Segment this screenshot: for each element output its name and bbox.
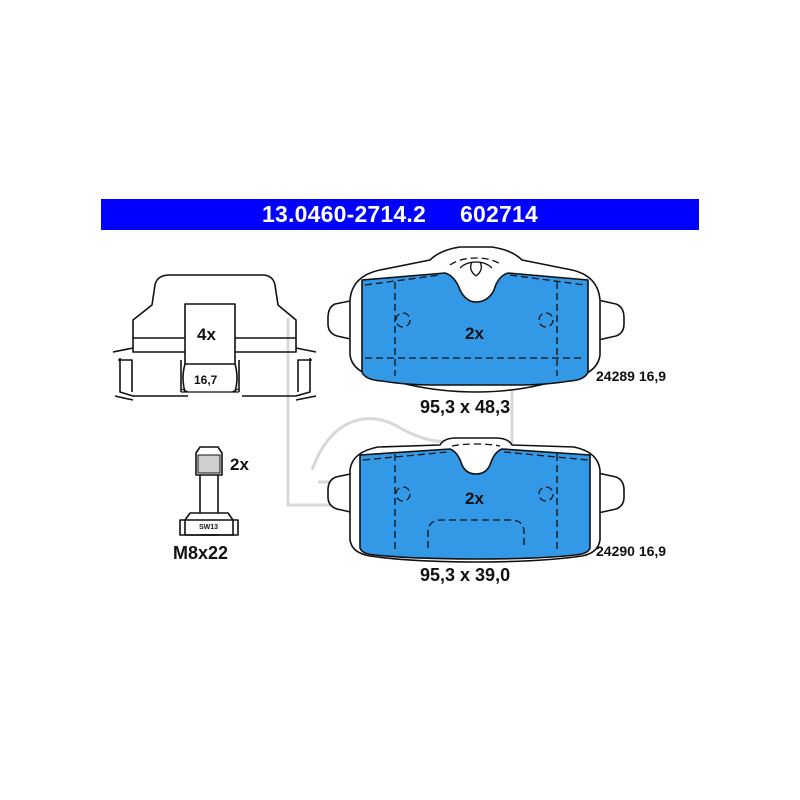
- anti-rattle-clip: [112, 274, 317, 401]
- bolt-quantity: 2x: [230, 455, 249, 474]
- clip-dimension: 16,7: [194, 373, 218, 387]
- part-number-banner: 13.0460-2714.2 602714: [101, 199, 699, 230]
- bolt-size: M8x22: [173, 543, 229, 563]
- clip-quantity: 4x: [197, 325, 216, 344]
- bottom-brake-pad: [327, 437, 625, 563]
- top-brake-pad: [327, 246, 625, 393]
- bottom-pad-code: 24290 16,9: [596, 543, 667, 559]
- top-pad-dimensions: 95,3 x 48,3: [420, 397, 511, 417]
- top-pad-quantity: 2x: [465, 324, 484, 343]
- top-pad-code: 24289 16,9: [596, 368, 667, 384]
- guide-bolt: [179, 446, 239, 536]
- reference-number: 602714: [460, 201, 538, 227]
- part-number: 13.0460-2714.2: [262, 201, 426, 227]
- bottom-pad-dimensions: 95,3 x 39,0: [420, 565, 511, 585]
- bolt-wrench-size: SW13: [199, 524, 219, 531]
- bottom-pad-quantity: 2x: [465, 489, 484, 508]
